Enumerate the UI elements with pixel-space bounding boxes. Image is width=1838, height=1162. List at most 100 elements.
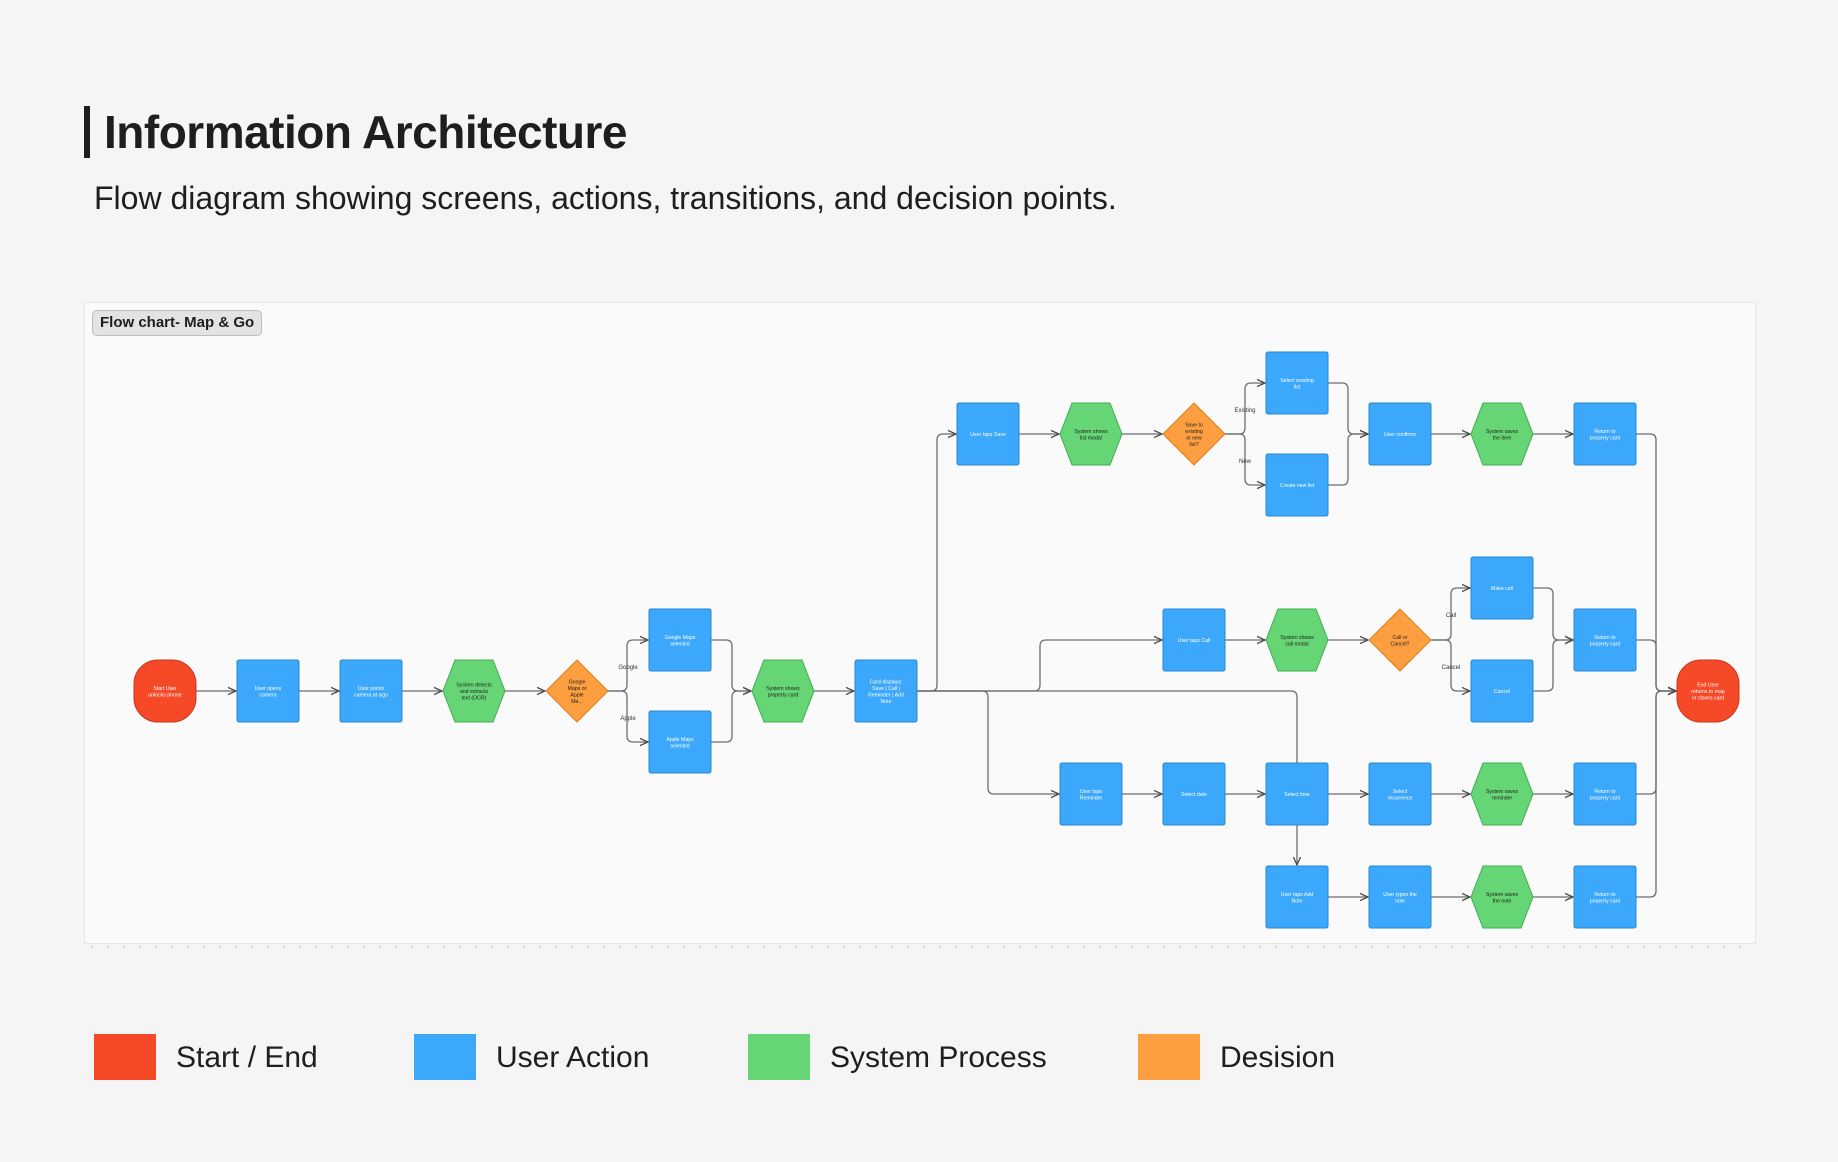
node-select-time[interactable]: Select time: [1265, 762, 1329, 826]
node-shape: [1265, 608, 1329, 672]
connectors: [196, 383, 1676, 897]
node-create-list[interactable]: Create new list: [1265, 453, 1329, 517]
node-label: Select date: [1181, 792, 1207, 798]
page-subtitle: Flow diagram showing screens, actions, t…: [94, 180, 1117, 216]
node-shape: [1470, 402, 1534, 466]
node-label: User taps Save: [970, 432, 1006, 438]
node-shape: [1265, 762, 1329, 826]
node-shape: [236, 659, 300, 723]
node-make-call[interactable]: Make call: [1470, 556, 1534, 620]
connector-label: New: [1239, 459, 1252, 465]
node-label: Cancel: [1494, 689, 1510, 695]
connector: [1533, 640, 1573, 692]
connector-label: Existing: [1234, 408, 1255, 414]
title-accent-bar: [84, 106, 90, 158]
connector-label: Call: [1446, 613, 1456, 619]
node-shape: [133, 659, 197, 723]
node-cancel[interactable]: Cancel: [1470, 659, 1534, 723]
node-confirms[interactable]: User confirms: [1368, 402, 1432, 466]
node-label: Select time: [1284, 792, 1310, 798]
connector: [1328, 434, 1368, 486]
node-shape: [1573, 762, 1637, 826]
node-shape: [854, 659, 918, 723]
node-shape: [1368, 608, 1432, 672]
node-shape: [1573, 402, 1637, 466]
legend-label: User Action: [496, 1041, 650, 1074]
node-shape: [1573, 608, 1637, 672]
node-shape: [1059, 402, 1123, 466]
legend-swatch: [1138, 1034, 1200, 1080]
legend-label: System Process: [830, 1041, 1047, 1074]
node-label: User taps Call: [1178, 638, 1211, 644]
node-shape: [545, 659, 609, 723]
legend-swatch: [748, 1034, 810, 1080]
node-shape: [1162, 608, 1226, 672]
node-shape: [956, 402, 1020, 466]
canvas-dotted-edge: [84, 945, 1754, 949]
connector: [711, 691, 751, 743]
legend-swatch: [414, 1034, 476, 1080]
node-shape: [1470, 865, 1534, 929]
node-shape: [751, 659, 815, 723]
node-shape: [1162, 402, 1226, 466]
node-shape: [339, 659, 403, 723]
connector: [1328, 382, 1368, 434]
node-shape: [1470, 659, 1534, 723]
node-label: Card displays:Save | Call |Reminder | Ad…: [868, 679, 904, 705]
connector: [917, 640, 1162, 692]
node-taps-save[interactable]: User taps Save: [956, 402, 1020, 466]
node-taps-call[interactable]: User taps Call: [1162, 608, 1226, 672]
node-label: User confirms: [1384, 432, 1416, 438]
connector: [1225, 433, 1265, 485]
connector: [1636, 691, 1676, 898]
connector-label: Apple: [620, 716, 636, 722]
legend-label: Start / End: [176, 1041, 318, 1074]
flowchart-frame-label[interactable]: Flow chart- Map & Go: [92, 310, 263, 336]
connector: [1533, 587, 1573, 640]
flowchart-canvas[interactable]: [84, 302, 1756, 944]
node-select-date[interactable]: Select date: [1162, 762, 1226, 826]
node-card-displays[interactable]: Card displays:Save | Call |Reminder | Ad…: [854, 659, 918, 723]
